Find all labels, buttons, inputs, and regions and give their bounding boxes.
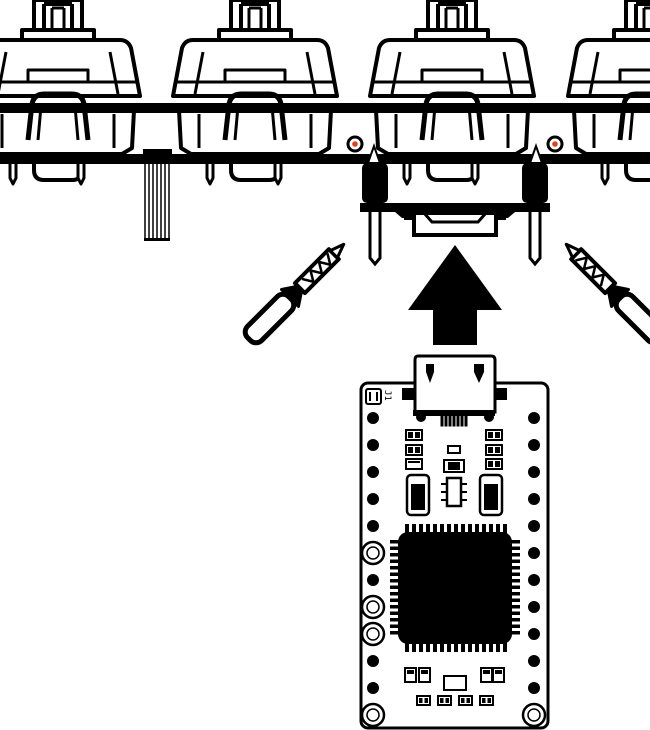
tweezers-right <box>558 236 650 348</box>
silkscreen-label-j1: J1 <box>382 390 392 401</box>
mcu-chip <box>390 524 520 652</box>
insert-direction-arrow <box>408 245 502 345</box>
case-bottom-plate <box>0 154 650 164</box>
switch-plate <box>0 103 650 113</box>
tweezers-left <box>241 236 353 348</box>
led-left-dot <box>352 141 358 147</box>
usb-connector <box>402 356 507 426</box>
reset-button-pad <box>366 389 381 404</box>
controller-board: J1 <box>361 356 548 728</box>
led-right-dot <box>552 141 558 147</box>
